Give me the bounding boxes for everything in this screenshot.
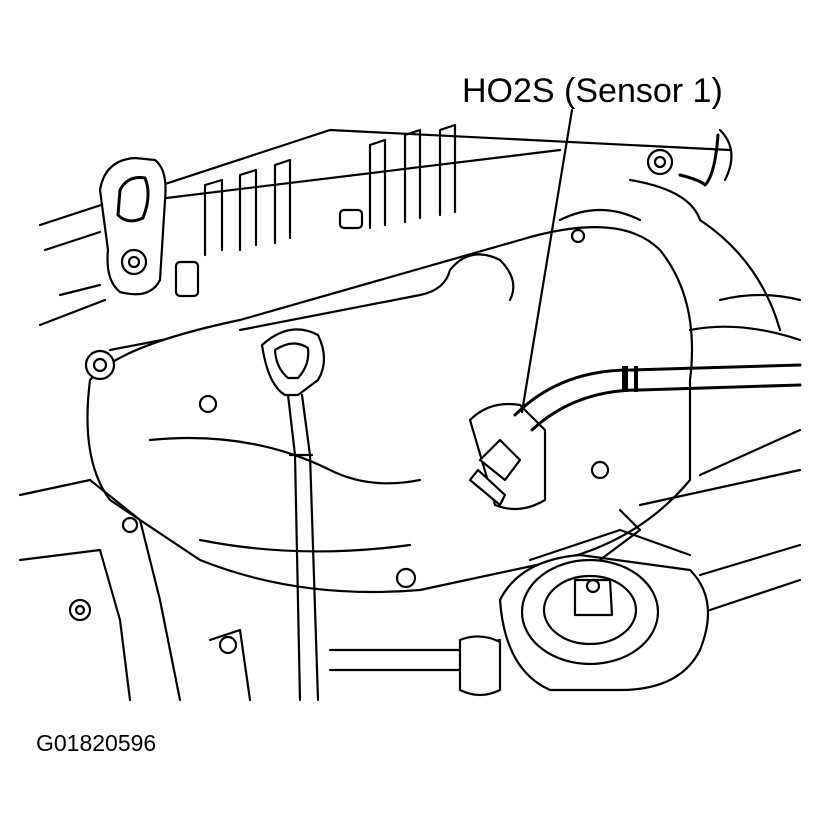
callout-leader: [520, 108, 574, 414]
oil-dipstick: [260, 328, 326, 702]
engine-mount: [498, 508, 710, 692]
lifting-bracket: [98, 156, 167, 296]
ho2s-callout-label: HO2S (Sensor 1): [462, 72, 723, 110]
ho2s-sensor: [468, 363, 802, 511]
sensor-harness-upper: [628, 128, 802, 342]
lower-crossmember: [18, 428, 802, 702]
figure-id: G01820596: [36, 730, 157, 756]
